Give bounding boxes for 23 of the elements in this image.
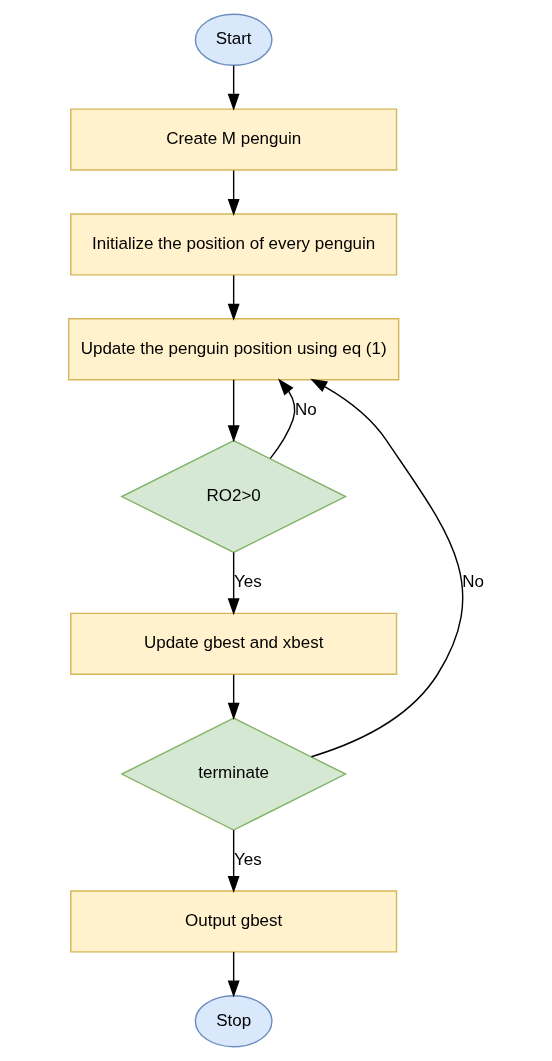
arrow (227, 379, 240, 443)
arrow (309, 378, 463, 758)
node-box: Create M penguin (69, 108, 397, 171)
arrow (227, 274, 240, 321)
edge-label: No (294, 399, 317, 419)
arrow (227, 951, 240, 998)
arrow (227, 64, 240, 111)
arrow (227, 551, 240, 616)
node-box: Update gbest and xbest (69, 612, 397, 675)
edge-label: Yes (233, 849, 262, 869)
arrow (227, 829, 240, 893)
node-box: Output gbest (69, 890, 397, 953)
arrow (227, 674, 240, 720)
edge-label: No (461, 572, 484, 592)
node-ellipse: Start (194, 13, 273, 66)
arrow (269, 378, 295, 460)
node-box: Initialize the position of every penguin (69, 213, 397, 276)
node-box: Update the penguin position using eq (1) (67, 318, 399, 381)
node-diamond: terminate (119, 717, 347, 831)
node-diamond: RO2>0 (119, 439, 347, 554)
arrow (227, 169, 240, 217)
edge-label: Yes (233, 572, 262, 592)
node-ellipse: Stop (194, 995, 273, 1048)
